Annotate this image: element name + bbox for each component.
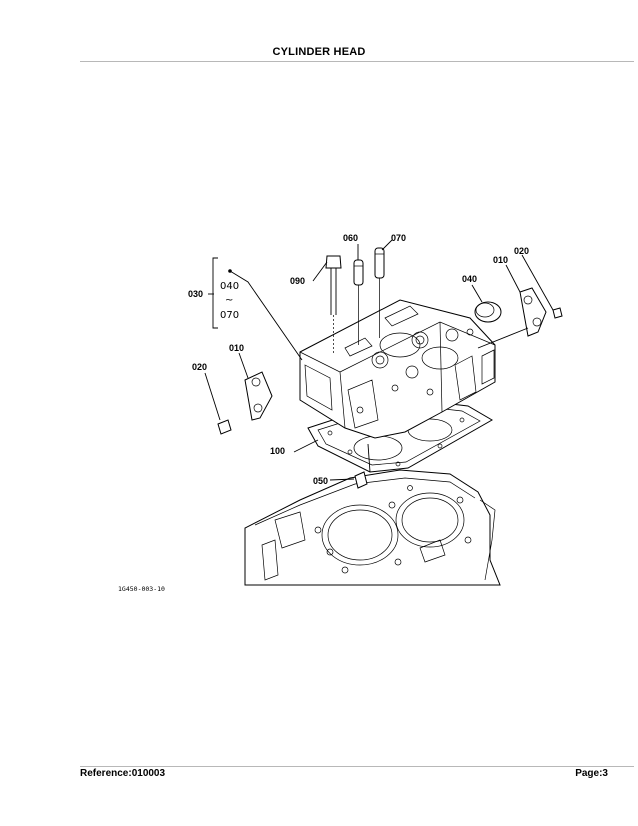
hook-010-left-drawing <box>217 371 273 435</box>
callout-050: 050 <box>313 476 328 486</box>
callout-070: 070 <box>391 233 406 243</box>
callout-020-right: 020 <box>514 246 529 256</box>
callout-020-left: 020 <box>192 362 207 372</box>
callout-060: 060 <box>343 233 358 243</box>
callout-040: 040 <box>462 274 477 284</box>
range-top-label: 040 <box>220 281 239 292</box>
plug-050-drawing <box>354 471 368 489</box>
range-separator: ~ <box>225 295 233 306</box>
header-divider <box>80 61 634 62</box>
hook-010-right-drawing <box>519 287 563 337</box>
callout-090: 090 <box>290 276 305 286</box>
callout-030: 030 <box>188 289 203 299</box>
page-title: CYLINDER HEAD <box>272 46 366 58</box>
cylinder-head-drawing <box>299 299 496 439</box>
cylinder-block-drawing <box>244 469 501 586</box>
reference-label: Reference:010003 <box>80 768 166 779</box>
page-number: Page:3 <box>575 768 608 779</box>
callout-010-left: 010 <box>229 343 244 353</box>
callout-100: 100 <box>270 446 285 456</box>
footer-divider <box>80 766 634 767</box>
plug-040-drawing <box>474 301 502 323</box>
sleeves-and-bolt-drawing <box>325 247 385 355</box>
range-bottom-label: 070 <box>220 310 239 321</box>
leader-lines <box>204 239 554 481</box>
figure-code: 1G450-003-10 <box>118 585 165 593</box>
callout-010-right: 010 <box>493 255 508 265</box>
